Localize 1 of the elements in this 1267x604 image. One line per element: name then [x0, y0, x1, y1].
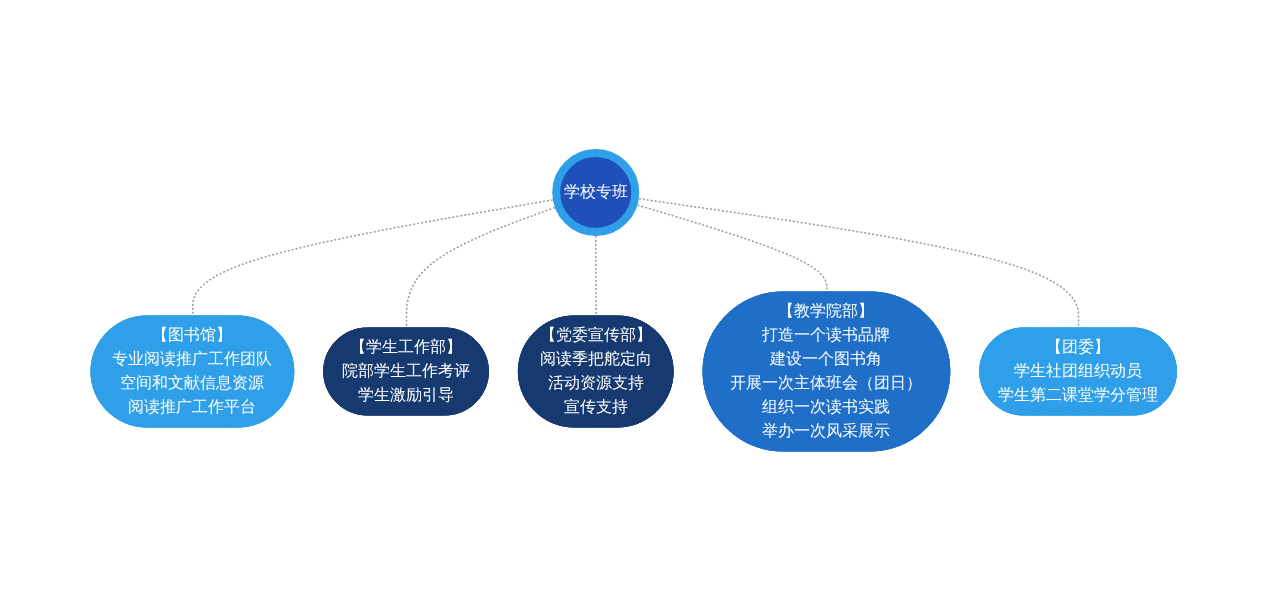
node-circle: 学校专班	[552, 149, 639, 236]
